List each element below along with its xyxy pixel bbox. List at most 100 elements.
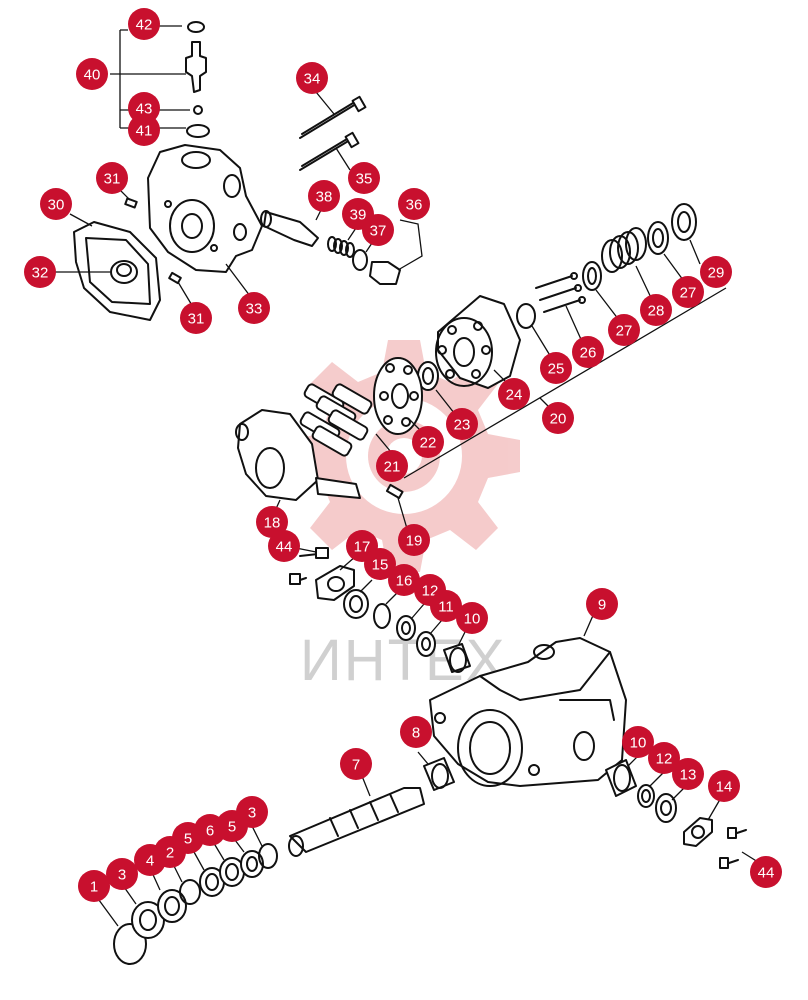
callout-number: 1 (90, 879, 98, 896)
callout-c44a: 44 (268, 530, 300, 562)
callout-circle (256, 506, 288, 538)
callout-number: 33 (246, 301, 263, 318)
flange-14 (683, 817, 713, 847)
valve-plate-29 (671, 203, 697, 241)
callout-circle (640, 294, 672, 326)
callout-circle (672, 758, 704, 790)
ring-2 (179, 879, 201, 905)
swashplate-18 (235, 409, 361, 501)
callout-circle (268, 530, 300, 562)
spring-28 (601, 227, 647, 273)
callout-number: 44 (758, 865, 775, 882)
callout-circle (106, 858, 138, 890)
callout-c31b: 31 (180, 302, 212, 334)
callout-circle (364, 548, 396, 580)
callout-c42: 42 (128, 8, 160, 40)
callout-c21: 21 (376, 450, 408, 482)
callout-number: 39 (350, 207, 367, 224)
callout-circle (348, 162, 380, 194)
callout-c3b: 3 (236, 796, 268, 828)
callout-circle (540, 352, 572, 384)
callout-circle (128, 8, 160, 40)
flange-17 (315, 565, 355, 601)
callout-c41: 41 (128, 114, 160, 146)
callout-number: 5 (184, 831, 192, 848)
callout-circle (238, 292, 270, 324)
callout-c35: 35 (348, 162, 380, 194)
drive-shaft-7 (288, 787, 425, 857)
callout-circle (308, 180, 340, 212)
callout-c20: 20 (542, 402, 574, 434)
callout-c32: 32 (24, 256, 56, 288)
callout-c10a: 10 (456, 602, 488, 634)
callout-circle (128, 92, 160, 124)
key-19 (385, 483, 404, 499)
retainer-25 (516, 303, 536, 329)
callout-circle (622, 726, 654, 758)
callout-c13: 13 (672, 758, 704, 790)
callout-c33: 33 (238, 292, 270, 324)
callout-number: 26 (580, 345, 597, 362)
callout-circle (412, 426, 444, 458)
callout-circle (40, 188, 72, 220)
callout-number: 18 (264, 515, 281, 532)
callout-circle (398, 524, 430, 556)
callout-circle (96, 162, 128, 194)
callout-number: 2 (166, 845, 174, 862)
callout-number: 15 (372, 557, 389, 574)
callout-number: 28 (648, 303, 665, 320)
callout-c29: 29 (700, 256, 732, 288)
callout-c3a: 3 (106, 858, 138, 890)
callout-circle (78, 870, 110, 902)
callout-circle (388, 564, 420, 596)
callout-c36: 36 (398, 188, 430, 220)
callout-c28: 28 (640, 294, 672, 326)
callout-number: 35 (356, 171, 373, 188)
callout-c24: 24 (498, 378, 530, 410)
washer-12-lower (637, 784, 655, 808)
callout-number: 37 (370, 223, 387, 240)
callout-c27a: 27 (672, 276, 704, 308)
callout-number: 36 (406, 197, 423, 214)
retainer-plate-22 (373, 357, 423, 435)
needle-bearing-10-upper (443, 643, 471, 673)
callout-c7: 7 (340, 748, 372, 780)
callout-number: 31 (104, 171, 121, 188)
callout-number: 20 (550, 411, 567, 428)
callout-c12b: 12 (648, 742, 680, 774)
callout-number: 38 (316, 189, 333, 206)
callout-c37: 37 (362, 214, 394, 246)
callout-c30: 30 (40, 188, 72, 220)
callout-circle (400, 716, 432, 748)
pins-26 (535, 272, 586, 313)
callout-circle (542, 402, 574, 434)
callout-number: 10 (630, 735, 647, 752)
callout-c1: 1 (78, 870, 110, 902)
callout-number: 43 (136, 101, 153, 118)
callout-number: 9 (598, 597, 606, 614)
callout-circle (572, 336, 604, 368)
callout-number: 23 (454, 417, 471, 434)
callout-c27b: 27 (608, 314, 640, 346)
callout-number: 7 (352, 757, 360, 774)
callout-number: 24 (506, 387, 523, 404)
seal-4 (157, 889, 187, 923)
callout-number: 8 (412, 725, 420, 742)
callout-c40: 40 (76, 58, 108, 90)
washer-27-upper (647, 221, 669, 255)
bolt-44-upper (289, 547, 329, 585)
callout-number: 4 (146, 853, 154, 870)
pump-cover-housing (147, 144, 263, 273)
callout-number: 14 (716, 779, 733, 796)
callout-number: 40 (84, 67, 101, 84)
callout-c26: 26 (572, 336, 604, 368)
callout-number: 27 (616, 323, 633, 340)
callout-c23: 23 (446, 408, 478, 440)
callout-number: 34 (304, 71, 321, 88)
callout-circle (750, 856, 782, 888)
callout-circle (456, 602, 488, 634)
callout-number: 3 (248, 805, 256, 822)
bolt-35 (299, 131, 360, 171)
relief-valve-stem (185, 21, 210, 138)
callout-circle (430, 590, 462, 622)
